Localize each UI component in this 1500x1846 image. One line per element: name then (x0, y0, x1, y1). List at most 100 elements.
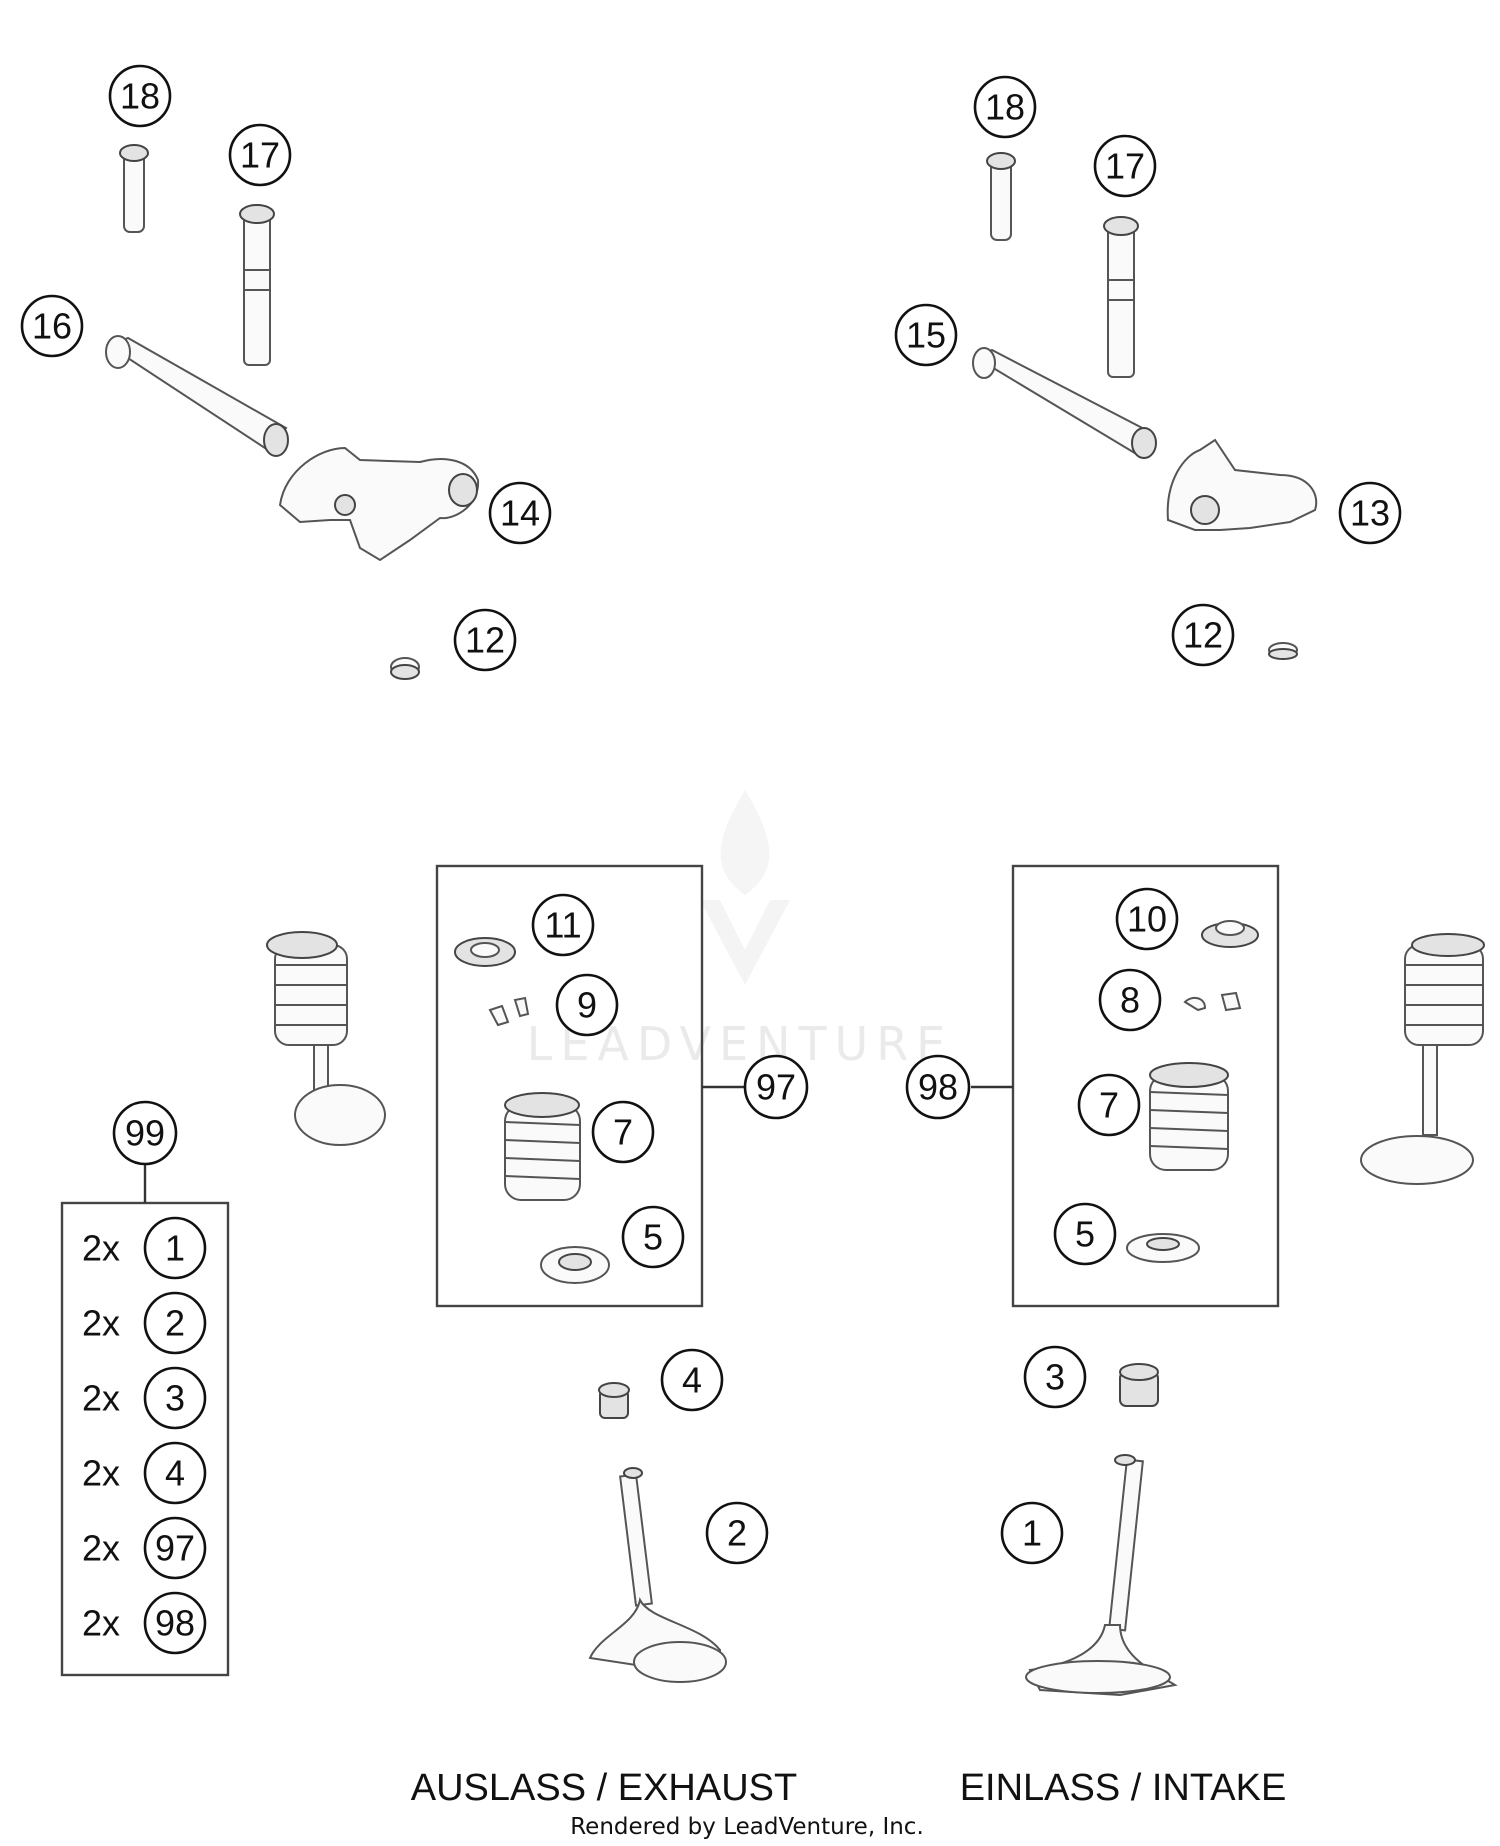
callout-18-exhaust[interactable]: 18 (108, 64, 172, 128)
callout-12-intake[interactable]: 12 (1171, 603, 1235, 667)
bolt-17-intake (1103, 216, 1139, 378)
kit99-row: 2x 1 (82, 1216, 207, 1280)
valve-assembly-intake (1360, 933, 1485, 1185)
bolt-18-exhaust (119, 144, 149, 233)
svg-text:16: 16 (32, 306, 72, 347)
svg-text:3: 3 (1045, 1357, 1065, 1398)
kit99-row: 2x 97 (82, 1516, 207, 1580)
svg-text:17: 17 (1105, 146, 1145, 187)
svg-text:2: 2 (165, 1303, 185, 1344)
kit99-row: 2x 4 (82, 1441, 207, 1505)
svg-text:1: 1 (165, 1228, 185, 1269)
callout-17-exhaust[interactable]: 17 (228, 123, 292, 187)
svg-text:13: 13 (1350, 493, 1390, 534)
svg-text:9: 9 (577, 985, 597, 1026)
callout-5-exhaust[interactable]: 5 (621, 1205, 685, 1269)
kit99-qty: 2x (82, 1228, 120, 1269)
valve-lash-pad-12-exhaust (390, 657, 420, 680)
spring-retainer-10 (1201, 920, 1259, 948)
spring-seat-5-exhaust (540, 1246, 610, 1284)
callout-15[interactable]: 15 (894, 303, 958, 367)
svg-text:18: 18 (120, 76, 160, 117)
kit99-row: 2x 3 (82, 1366, 207, 1430)
kit99-qty: 2x (82, 1603, 120, 1644)
rocker-arm-13 (1166, 438, 1318, 531)
watermark-logo (700, 790, 790, 985)
kit99-part-callout[interactable]: 2 (143, 1291, 207, 1355)
svg-text:12: 12 (465, 620, 505, 661)
callout-13[interactable]: 13 (1338, 481, 1402, 545)
intake-valve-1 (1025, 1454, 1178, 1697)
kit99-part-callout[interactable]: 1 (143, 1216, 207, 1280)
kit99-part-callout[interactable]: 97 (143, 1516, 207, 1580)
svg-text:12: 12 (1183, 615, 1223, 656)
callout-17-intake[interactable]: 17 (1093, 134, 1157, 198)
callout-4[interactable]: 4 (660, 1348, 724, 1412)
valve-spring-7-exhaust (504, 1092, 581, 1201)
kit99-qty: 2x (82, 1453, 120, 1494)
valve-keepers-8 (1183, 991, 1242, 1012)
footer-credit: Rendered by LeadVenture, Inc. (570, 1814, 924, 1840)
svg-text:2: 2 (727, 1513, 747, 1554)
callout-18-intake[interactable]: 18 (973, 75, 1037, 139)
caption-exhaust: AUSLASS / EXHAUST (411, 1767, 797, 1809)
callout-7-intake[interactable]: 7 (1077, 1073, 1141, 1137)
valve-stem-seal-4 (598, 1382, 630, 1419)
bolt-17-exhaust (239, 204, 275, 366)
svg-text:98: 98 (918, 1067, 958, 1108)
callout-7-exhaust[interactable]: 7 (591, 1100, 655, 1164)
svg-text:97: 97 (155, 1528, 195, 1569)
svg-text:18: 18 (985, 87, 1025, 128)
callout-3[interactable]: 3 (1023, 1345, 1087, 1409)
callout-16[interactable]: 16 (20, 294, 84, 358)
caption-intake: EINLASS / INTAKE (960, 1767, 1287, 1809)
callout-8[interactable]: 8 (1098, 968, 1162, 1032)
svg-text:3: 3 (165, 1378, 185, 1419)
svg-text:99: 99 (125, 1113, 165, 1154)
kit99-qty: 2x (82, 1528, 120, 1569)
svg-text:7: 7 (1099, 1085, 1119, 1126)
callout-2[interactable]: 2 (705, 1501, 769, 1565)
kit99-qty: 2x (82, 1378, 120, 1419)
svg-text:98: 98 (155, 1603, 195, 1644)
svg-text:15: 15 (906, 315, 946, 356)
rocker-arm-14 (278, 446, 480, 562)
callout-10[interactable]: 10 (1115, 887, 1179, 951)
valve-assembly-exhaust (266, 931, 386, 1146)
kit99-qty: 2x (82, 1303, 120, 1344)
rocker-shaft-16 (105, 335, 289, 457)
valve-stem-seal-3 (1119, 1363, 1159, 1407)
callout-98[interactable]: 98 (905, 1054, 971, 1120)
valve-lash-pad-12-intake (1268, 642, 1298, 660)
kit99-row: 2x 98 (82, 1591, 207, 1655)
svg-text:8: 8 (1120, 980, 1140, 1021)
callout-97[interactable]: 97 (743, 1054, 809, 1120)
callout-99[interactable]: 99 (112, 1100, 178, 1166)
svg-text:5: 5 (643, 1217, 663, 1258)
callout-5-intake[interactable]: 5 (1053, 1202, 1117, 1266)
kit99-row: 2x 2 (82, 1291, 207, 1355)
svg-text:17: 17 (240, 135, 280, 176)
spring-retainer-11 (454, 937, 516, 967)
svg-text:11: 11 (544, 905, 581, 946)
svg-text:1: 1 (1022, 1513, 1042, 1554)
kit99-part-callout[interactable]: 4 (143, 1441, 207, 1505)
valve-spring-7-intake (1149, 1062, 1229, 1171)
callout-9[interactable]: 9 (555, 973, 619, 1037)
svg-text:14: 14 (500, 493, 540, 534)
svg-text:5: 5 (1075, 1214, 1095, 1255)
kit99-part-callout[interactable]: 98 (143, 1591, 207, 1655)
svg-text:10: 10 (1127, 899, 1167, 940)
callout-14[interactable]: 14 (488, 481, 552, 545)
callout-12-exhaust[interactable]: 12 (453, 608, 517, 672)
spring-seat-5-intake (1126, 1233, 1200, 1263)
rocker-shaft-15 (972, 347, 1157, 459)
callout-11[interactable]: 11 (531, 893, 595, 957)
bolt-18-intake (986, 152, 1016, 241)
svg-text:97: 97 (756, 1067, 796, 1108)
exhaust-valve-2 (588, 1467, 727, 1683)
callout-1[interactable]: 1 (1000, 1501, 1064, 1565)
svg-text:4: 4 (682, 1360, 702, 1401)
kit99-part-callout[interactable]: 3 (143, 1366, 207, 1430)
